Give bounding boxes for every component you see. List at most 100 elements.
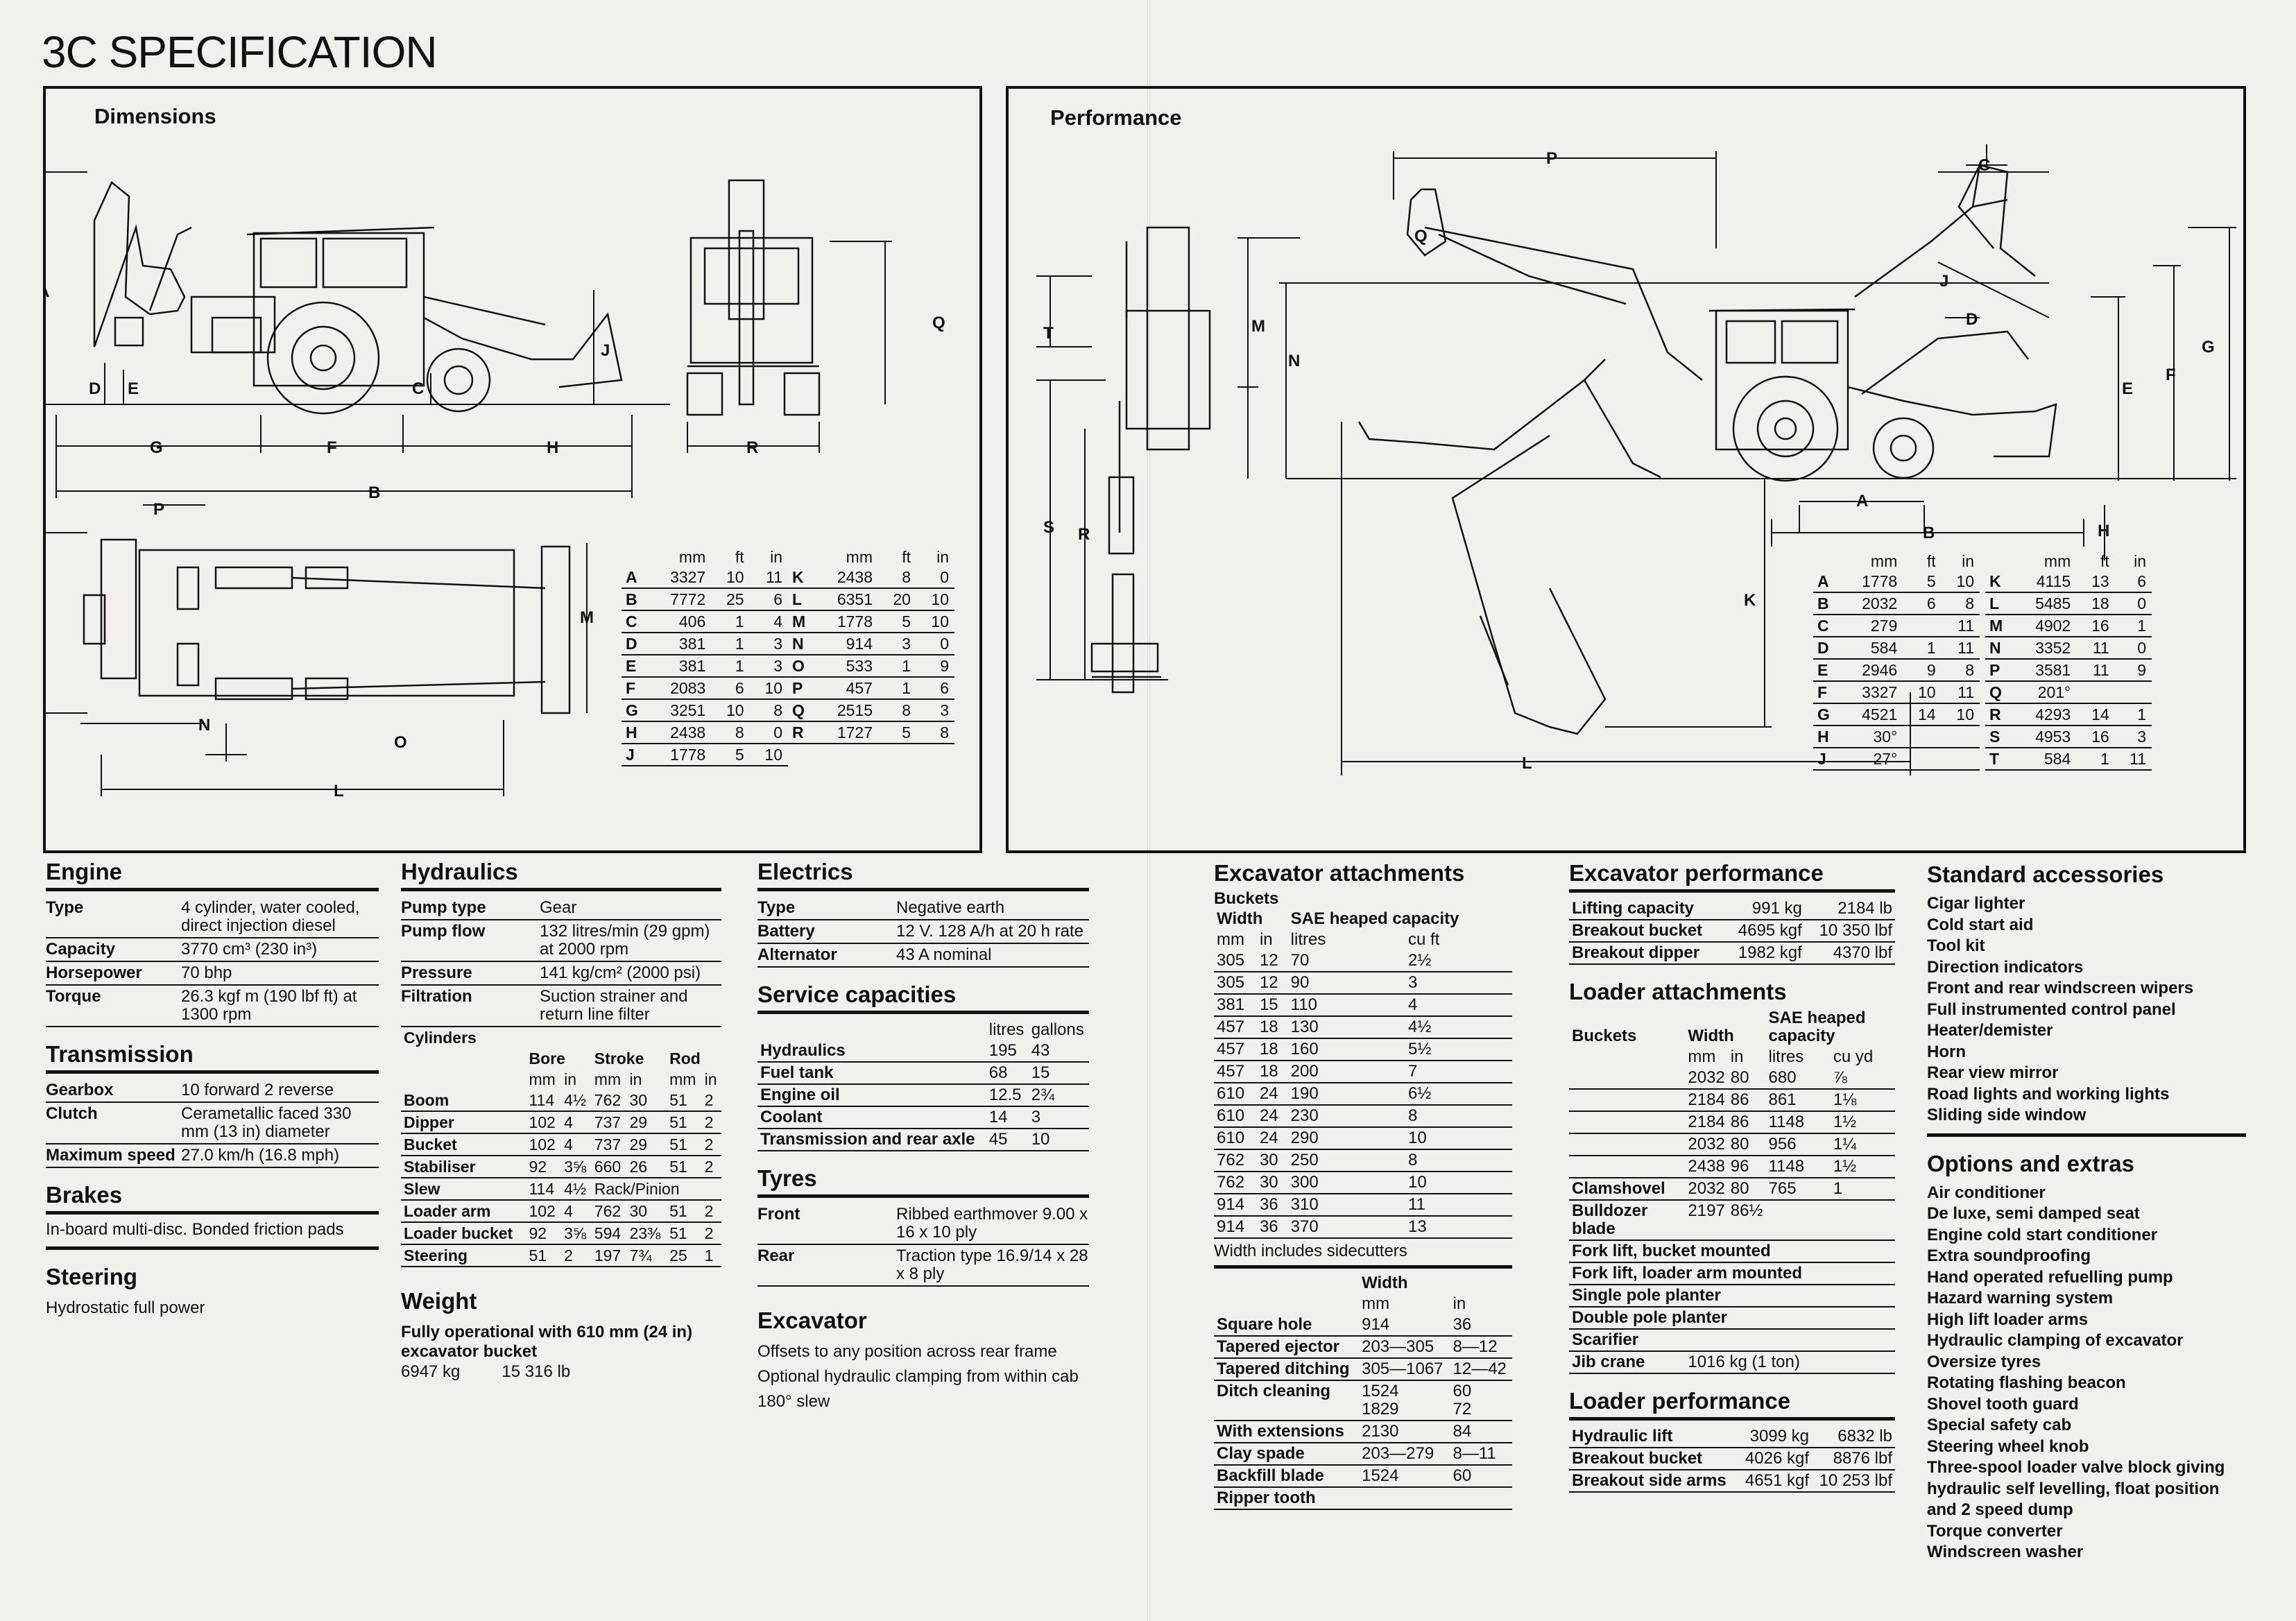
row-value: 5 [711,744,750,766]
col-header: ft [2100,552,2109,570]
row-value: 6 [1903,592,1942,615]
row-value: 2083 [649,677,712,700]
blank [1569,1111,1686,1134]
cyl-value: 25 [667,1244,702,1267]
row-letter: G [1813,703,1841,726]
option-item: Air conditioner [1927,1183,2046,1202]
ldr-item-row: Fork lift, loader arm mounted [1569,1262,1895,1285]
ldr-item-row: Fork lift, bucket mounted [1569,1240,1895,1263]
row-value: 13 [2076,571,2115,593]
exc-value: 110 [1287,994,1405,1017]
row-value: 16 [2076,615,2115,637]
perf-label-f: F [2166,366,2176,384]
spec-key: Gearbox [46,1081,114,1099]
row-value: 8 [1941,659,1980,682]
cyl-value: 26 [626,1156,667,1178]
exc2-unit: mm [1362,1294,1390,1313]
exc-value: 6½ [1405,1083,1512,1106]
row-letter: N [1985,637,2014,660]
exc2-value: 914 [1359,1314,1450,1337]
exc2-value: 60 72 [1450,1380,1512,1421]
row-value: 5 [878,721,916,744]
row-value: 11 [2076,637,2115,660]
row-value: 3 [749,633,788,655]
exc-width-head: Width [1217,909,1263,928]
exc-value: 2½ [1405,950,1512,972]
spec-key: Type [46,898,84,917]
row-letter: Q [788,699,817,722]
blank [1569,1133,1686,1156]
performance-heading: Performance [1050,105,1182,130]
accessory-item: Cold start aid [1927,915,2034,934]
perf-label-m: M [1251,317,1265,336]
row-value: 9 [1903,659,1942,682]
cyl-value: 30 [626,1200,667,1223]
exc2-value [1359,1487,1450,1510]
spec-key: Maximum speed [46,1146,175,1165]
cyl-value: 2 [701,1156,721,1178]
row-value: 2515 [816,699,878,722]
excavator-heading: Excavator [757,1307,867,1333]
cyl-value: 197 [591,1244,627,1267]
spec-value: 10 forward 2 reverse [181,1081,334,1099]
row-value: 11 [1941,615,1980,637]
ldr-value: 80 [1727,1067,1766,1090]
exc-value: 24 [1256,1127,1288,1150]
exc-unit: in [1259,930,1273,949]
row-value: 10 [916,610,954,633]
row-letter: E [1813,659,1841,682]
row-value: 7772 [649,588,712,611]
performance-panel: Performance T S R [1006,86,2246,853]
exc-value: 13 [1405,1216,1512,1239]
row-letter: H [622,721,649,744]
cyl-value: 102 [526,1133,562,1156]
ldr-value: 956 [1765,1133,1831,1156]
spec-value: Suction strainer and return line filter [540,987,688,1024]
cyl-unit: in [629,1070,642,1088]
row-value [1903,615,1942,637]
row-letter: R [788,721,817,744]
row-value: 0 [916,567,954,589]
accessory-item: Road lights and working lights [1927,1084,2170,1104]
spec-key: Clutch [46,1104,98,1123]
perf-value: 8876 lbf [1812,1448,1895,1470]
row-value: 11 [2114,748,2152,771]
page-title: 3C SPECIFICATION [42,27,438,77]
cyl-unit: in [564,1070,577,1088]
row-letter: J [622,744,649,766]
ldr-value: ⅞ [1830,1067,1895,1090]
dim-label-n: N [198,716,210,735]
svc-value: 12.5 [986,1084,1029,1107]
perf-label-a: A [1856,492,1868,511]
row-value: 14 [2076,703,2115,726]
cyl-value: 594 [591,1222,627,1245]
accessory-item: Full instrumented control panel [1927,1000,2176,1019]
row-value: 1727 [816,721,878,744]
option-item: Rotating flashing beacon [1927,1373,2126,1392]
steering-text: Hydrostatic full power [46,1298,205,1317]
